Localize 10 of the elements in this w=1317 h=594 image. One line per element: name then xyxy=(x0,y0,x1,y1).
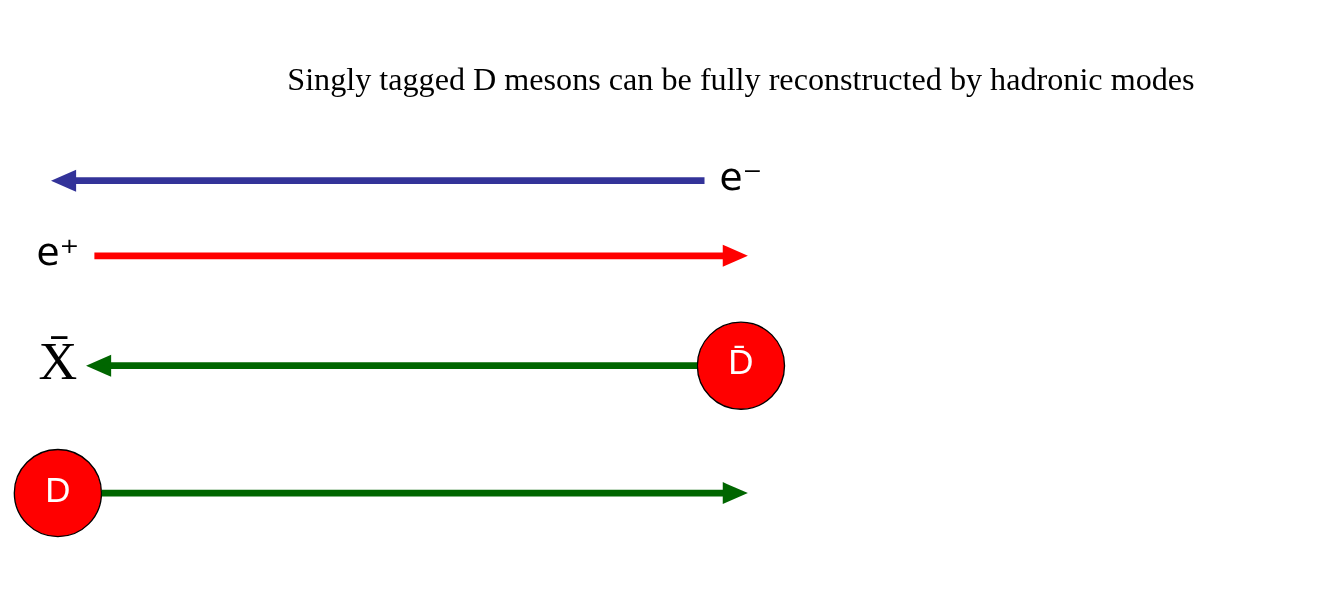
arrow xyxy=(101,482,748,505)
node-text: X̄ xyxy=(38,331,78,392)
node-circle: D xyxy=(13,448,103,538)
node-circle: D̄ xyxy=(696,321,786,410)
arrow xyxy=(86,354,697,377)
arrow xyxy=(51,169,705,192)
arrow xyxy=(94,244,748,267)
node-text: e⁺ xyxy=(36,230,80,275)
label: Singly tagged D mesons can be fully reconstructed by hadronic modes xyxy=(287,60,1195,97)
node-text: e⁻ xyxy=(719,154,763,199)
